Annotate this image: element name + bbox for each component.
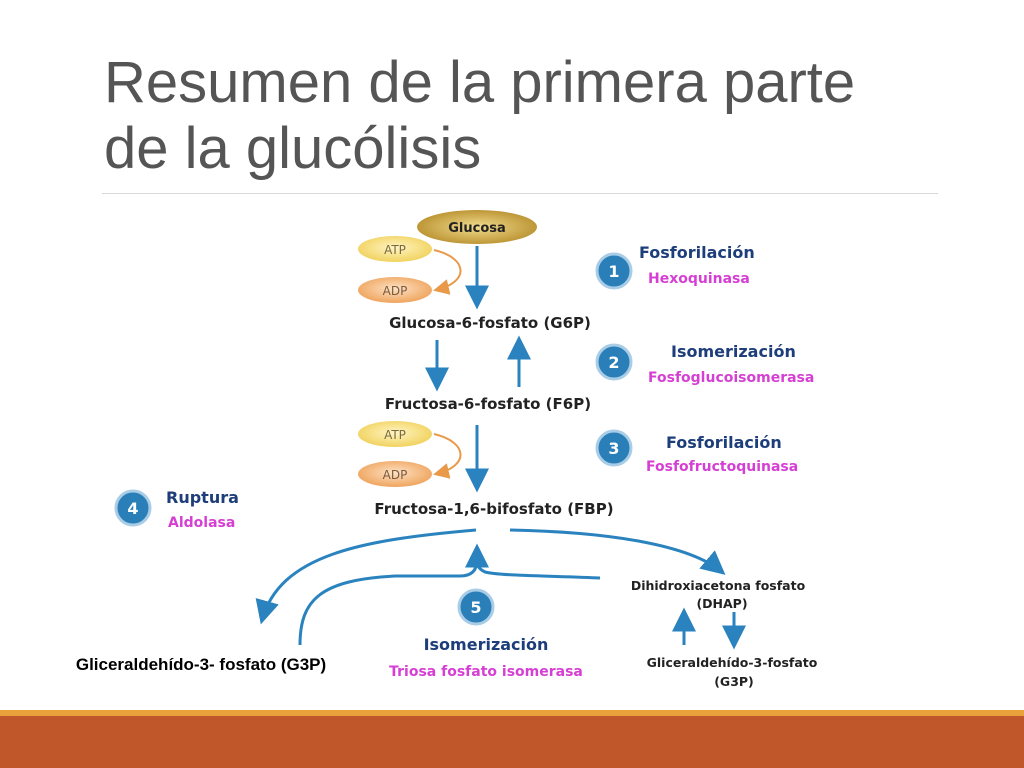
g3p-right-label-line2: (G3P) [714,674,754,689]
arrow-fbp-g3p [255,528,477,625]
dhap-label-line1: Dihidroxiacetona fosfato [631,578,806,593]
atp-adp-arrow-1 [433,249,462,295]
glucose-node: Glucosa [417,210,537,244]
title-divider [102,193,938,194]
step-1-process: Fosforilación [639,243,755,262]
step-4-number: 4 [127,499,138,518]
step-5-enzyme: Triosa fosfato isomerasa [389,664,583,680]
step-3-enzyme: Fosfofructoquinasa [646,459,798,475]
adp-label-2: ADP [383,468,408,482]
step-5-number: 5 [470,598,481,617]
footer-accent-line [0,710,1024,716]
atp-node-1: ATP [358,236,432,262]
step-1-enzyme: Hexoquinasa [648,271,750,287]
step-2: 2 Isomerización Fosfoglucoisomerasa [595,342,814,386]
step-5-process: Isomerización [424,635,549,654]
step-4: 4 Ruptura Aldolasa [114,488,239,531]
adp-node-2: ADP [358,461,432,487]
arrow-triose-return-right [475,559,601,580]
atp-label-1: ATP [384,243,406,257]
fbp-label: Fructosa-1,6-bifosfato (FBP) [374,500,613,518]
dhap-label-line2: (DHAP) [696,596,747,611]
step-2-process: Isomerización [671,342,796,361]
step-4-enzyme: Aldolasa [168,515,235,531]
step-2-number: 2 [608,353,619,372]
g3p-caption: Gliceraldehído-3- fosfato (G3P) [44,645,358,709]
glucose-label: Glucosa [448,221,506,236]
atp-label-2: ATP [384,428,406,442]
atp-node-2: ATP [358,421,432,447]
step-2-enzyme: Fosfoglucoisomerasa [648,370,814,386]
slide-title: Resumen de la primera parte de la glucól… [104,50,856,181]
step-3-process: Fosforilación [666,433,782,452]
f6p-label: Fructosa-6-fosfato (F6P) [385,395,591,413]
g6p-label: Glucosa-6-fosfato (G6P) [389,314,591,332]
arrow-triose-return [298,559,479,646]
adp-label-1: ADP [383,284,408,298]
step-5: 5 Isomerización Triosa fosfato isomerasa [389,588,583,680]
step-4-process: Ruptura [166,488,239,507]
step-1-number: 1 [608,262,619,281]
step-3-number: 3 [608,439,619,458]
step-3: 3 Fosforilación Fosfofructoquinasa [595,429,798,475]
step-1: 1 Fosforilación Hexoquinasa [595,243,755,290]
arrow-fbp-dhap [509,528,726,575]
adp-node-1: ADP [358,277,432,303]
g3p-right-label-line1: Gliceraldehído-3-fosfato [647,655,818,670]
footer-bar [0,716,1024,768]
atp-adp-arrow-2 [433,433,462,479]
